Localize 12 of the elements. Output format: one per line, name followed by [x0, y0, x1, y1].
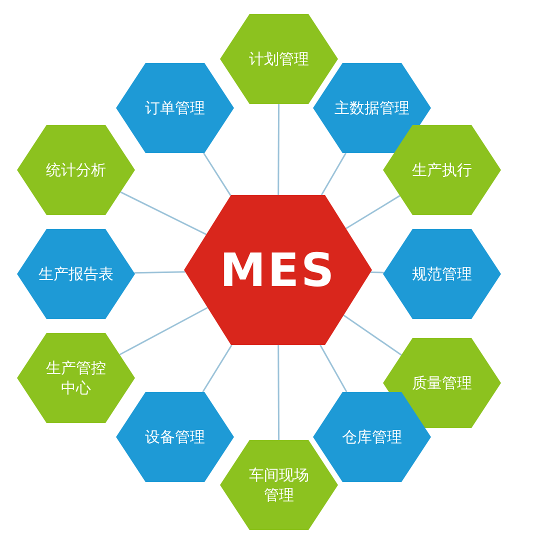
- connector-line: [202, 152, 232, 196]
- connector-line: [278, 104, 280, 195]
- connector-line: [278, 345, 280, 440]
- connector-line: [370, 272, 384, 274]
- connector-line: [320, 152, 347, 196]
- connector-line: [202, 344, 232, 392]
- connector-line: [346, 195, 400, 230]
- connector-line: [134, 271, 186, 274]
- connector-line: [119, 306, 208, 356]
- connector-line: [120, 191, 207, 236]
- connector-line: [320, 344, 348, 392]
- connector-line: [343, 314, 402, 356]
